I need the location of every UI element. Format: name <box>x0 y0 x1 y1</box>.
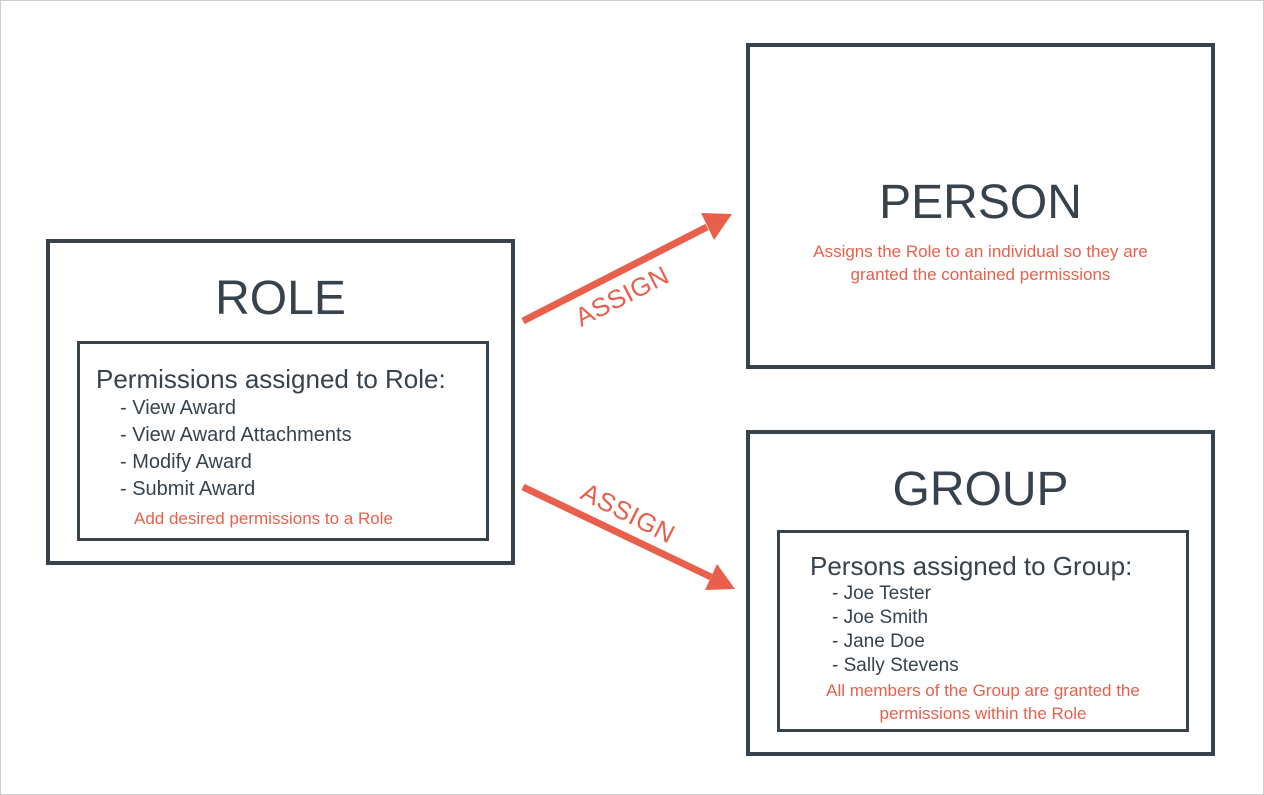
permissions-box: Permissions assigned to Role: - View Awa… <box>77 341 489 541</box>
group-note: All members of the Group are granted the… <box>780 679 1186 725</box>
person-title: PERSON <box>879 176 1082 229</box>
members-heading: Persons assigned to Group: <box>810 551 1133 581</box>
member-item: - Joe Smith <box>832 607 929 628</box>
arrow-line <box>521 483 713 581</box>
permission-item: - View Award <box>120 397 236 419</box>
members-list: - Joe Tester - Joe Smith - Jane Doe - Sa… <box>832 582 959 678</box>
permission-item: - View Award Attachments <box>120 424 352 446</box>
arrow-role-to-group: ASSIGN <box>521 477 735 590</box>
role-note: Add desired permissions to a Role <box>134 509 393 528</box>
member-item: - Sally Stevens <box>832 655 959 676</box>
role-title: ROLE <box>215 272 346 325</box>
group-note-line: All members of the Group are granted the <box>826 681 1140 700</box>
permission-item: - Modify Award <box>120 451 252 473</box>
person-note: Assigns the Role to an individual so the… <box>750 240 1211 286</box>
person-note-line: granted the contained permissions <box>850 265 1111 284</box>
group-title: GROUP <box>892 463 1069 516</box>
arrow-head <box>705 564 735 590</box>
permission-item: - Submit Award <box>120 478 256 500</box>
member-item: - Jane Doe <box>832 631 925 652</box>
group-box: GROUP Persons assigned to Group: - Joe T… <box>746 430 1215 756</box>
permissions-heading: Permissions assigned to Role: <box>96 364 446 394</box>
arrow-head <box>701 213 732 240</box>
person-note-line: Assigns the Role to an individual so the… <box>813 242 1148 261</box>
arrow-role-to-person: ASSIGN <box>521 213 732 332</box>
person-box: PERSON Assigns the Role to an individual… <box>746 43 1215 369</box>
arrow-line <box>521 223 709 325</box>
role-box: ROLE Permissions assigned to Role: - Vie… <box>46 239 515 565</box>
group-note-line: permissions within the Role <box>879 704 1087 723</box>
member-item: - Joe Tester <box>832 583 931 604</box>
permissions-list: - View Award - View Award Attachments - … <box>120 395 352 503</box>
members-box: Persons assigned to Group: - Joe Tester … <box>777 530 1189 732</box>
